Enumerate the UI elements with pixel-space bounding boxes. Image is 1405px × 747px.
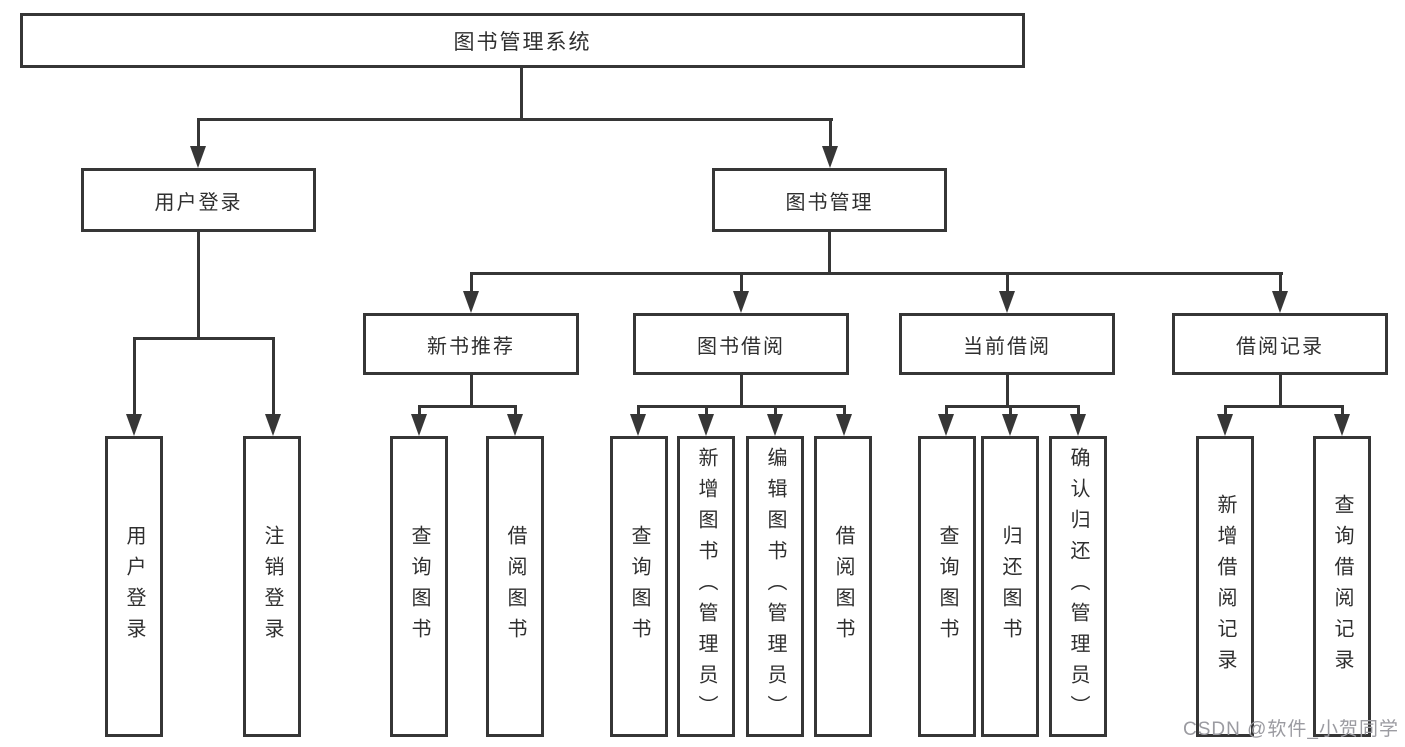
arrowhead-leaf-rc1	[1217, 414, 1233, 436]
connector-to-leaf-rc1	[1224, 405, 1227, 419]
arrowhead-leaf-bb1	[630, 414, 646, 436]
arrowhead-leaf-login	[126, 414, 142, 436]
connector-records-branch	[1224, 405, 1344, 408]
leaf-logout-label: 注销登录	[261, 524, 283, 649]
arrowhead-borrowing	[733, 291, 749, 313]
connector-to-leaf-cb2	[1009, 405, 1012, 419]
connector-to-leaf-login	[133, 337, 136, 415]
leaf-edit-books-admin-label: 编辑图书（管理员）	[764, 447, 786, 726]
node-current-borrowing: 当前借阅	[899, 313, 1115, 375]
leaf-borrow-books: 借阅图书	[814, 436, 872, 737]
csdn-watermark: CSDN @软件_小贺同学	[1183, 719, 1399, 740]
leaf-user-login-label: 用户登录	[123, 524, 145, 649]
connector-to-leaf-cb3	[1077, 405, 1080, 419]
leaf-query-borrow-record: 查询借阅记录	[1313, 436, 1371, 737]
arrowhead-current	[999, 291, 1015, 313]
connector-bookmgmt-stub	[828, 232, 831, 274]
node-user-login-label: 用户登录	[154, 191, 243, 214]
leaf-query-books-recommend: 查询图书	[390, 436, 448, 737]
arrowhead-leaf-bb4	[836, 414, 852, 436]
node-book-borrowing: 图书借阅	[633, 313, 849, 375]
leaf-return-books-label: 归还图书	[999, 524, 1021, 649]
arrowhead-leaf-cb1	[938, 414, 954, 436]
node-book-borrowing-label: 图书借阅	[697, 335, 785, 358]
arrowhead-new-books	[463, 291, 479, 313]
connector-to-leaf-rc2	[1341, 405, 1344, 419]
connector-root-branch	[197, 118, 833, 121]
arrowhead-leaf-logout	[265, 414, 281, 436]
leaf-add-books-admin: 新增图书（管理员）	[677, 436, 735, 737]
node-root-label: 图书管理系统	[453, 30, 592, 54]
leaf-confirm-return-admin-label: 确认归还（管理员）	[1067, 447, 1089, 726]
arrowhead-leaf-cb3	[1070, 414, 1086, 436]
connector-borrowing-branch	[637, 405, 846, 408]
leaf-edit-books-admin: 编辑图书（管理员）	[746, 436, 804, 737]
connector-to-leaf-cb1	[945, 405, 948, 419]
connector-newbooks-branch	[418, 405, 517, 408]
connector-current-branch	[945, 405, 1080, 408]
arrowhead-user-login	[190, 146, 206, 168]
leaf-query-books-current-label: 查询图书	[936, 524, 958, 649]
leaf-query-books-borrowing-label: 查询图书	[628, 524, 650, 649]
connector-to-current	[1006, 272, 1009, 294]
connector-records-stub	[1279, 375, 1282, 405]
arrowhead-leaf-cb2	[1002, 414, 1018, 436]
arrowhead-records	[1272, 291, 1288, 313]
connector-to-borrowing	[740, 272, 743, 294]
arrowhead-leaf-nb2	[507, 414, 523, 436]
leaf-query-books-recommend-label: 查询图书	[408, 524, 430, 649]
leaf-user-login: 用户登录	[105, 436, 163, 737]
arrowhead-leaf-bb2	[698, 414, 714, 436]
leaf-borrow-books-recommend: 借阅图书	[486, 436, 544, 737]
arrowhead-leaf-rc2	[1334, 414, 1350, 436]
connector-newbooks-stub	[470, 375, 473, 405]
node-root: 图书管理系统	[20, 13, 1025, 68]
node-borrow-records: 借阅记录	[1172, 313, 1388, 375]
connector-root-stub	[520, 68, 523, 118]
leaf-add-borrow-record: 新增借阅记录	[1196, 436, 1254, 737]
connector-to-user-login	[197, 118, 200, 152]
leaf-logout: 注销登录	[243, 436, 301, 737]
connector-to-leaf-bb2	[705, 405, 708, 419]
arrowhead-leaf-bb3	[767, 414, 783, 436]
node-borrow-records-label: 借阅记录	[1236, 335, 1324, 358]
leaf-borrow-books-label: 借阅图书	[832, 524, 854, 649]
node-book-management-label: 图书管理	[785, 191, 874, 214]
node-current-borrowing-label: 当前借阅	[963, 335, 1051, 358]
connector-to-leaf-bb4	[843, 405, 846, 419]
leaf-query-books-borrowing: 查询图书	[610, 436, 668, 737]
node-user-login: 用户登录	[81, 168, 316, 232]
connector-userlogin-stub	[197, 232, 200, 337]
arrowhead-book-mgmt	[822, 146, 838, 168]
connector-bookmgmt-branch	[470, 272, 1283, 275]
leaf-confirm-return-admin: 确认归还（管理员）	[1049, 436, 1107, 737]
connector-current-stub	[1006, 375, 1009, 405]
leaf-borrow-books-recommend-label: 借阅图书	[504, 524, 526, 649]
node-new-book-recommend: 新书推荐	[363, 313, 579, 375]
connector-to-leaf-bb1	[637, 405, 640, 419]
connector-borrowing-stub	[740, 375, 743, 405]
leaf-return-books: 归还图书	[981, 436, 1039, 737]
leaf-add-books-admin-label: 新增图书（管理员）	[695, 447, 717, 726]
node-new-book-recommend-label: 新书推荐	[427, 335, 515, 358]
connector-userlogin-branch	[133, 337, 275, 340]
leaf-query-borrow-record-label: 查询借阅记录	[1331, 493, 1353, 680]
arrowhead-leaf-nb1	[411, 414, 427, 436]
connector-to-records	[1279, 272, 1282, 294]
node-book-management: 图书管理	[712, 168, 947, 232]
leaf-add-borrow-record-label: 新增借阅记录	[1214, 493, 1236, 680]
connector-to-leaf-nb1	[418, 405, 421, 419]
connector-to-book-mgmt	[829, 118, 832, 152]
connector-to-leaf-bb3	[774, 405, 777, 419]
leaf-query-books-current: 查询图书	[918, 436, 976, 737]
connector-to-leaf-logout	[272, 337, 275, 415]
connector-to-new-books	[470, 272, 473, 294]
connector-to-leaf-nb2	[514, 405, 517, 419]
